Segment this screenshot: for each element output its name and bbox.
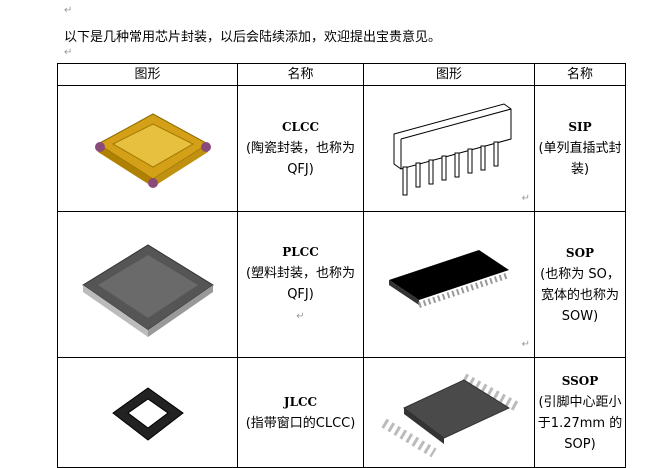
package-desc: (也称为 SO，宽体的也称为 SOW) bbox=[540, 266, 620, 324]
clcc-image bbox=[57, 85, 238, 212]
table-row: CLCC (陶瓷封装，也称为 QFJ) ↵ SIP (单列直插式封装) bbox=[57, 85, 626, 212]
plcc-image bbox=[57, 211, 238, 358]
header-cell: 名称 bbox=[237, 63, 364, 86]
sip-image: ↵ bbox=[363, 85, 535, 212]
intro-text: 以下是几种常用芯片封装，以后会陆续添加，欢迎提出宝贵意见。 bbox=[64, 30, 442, 45]
header-row: 图形 名称 图形 名称 bbox=[57, 63, 626, 86]
header-cell: 图形 bbox=[57, 63, 238, 86]
jlcc-image bbox=[57, 357, 238, 468]
table-row: PLCC(塑料封装，也称为 QFJ)↵ ↵ SOP(也称为 SO，宽体的也称为 … bbox=[57, 211, 626, 358]
table-row: JLCC (指带窗口的CLCC) SSOP (引脚中心距小于1.27mm 的SOP) bbox=[57, 357, 626, 468]
package-name: JLCC bbox=[283, 394, 318, 409]
clcc-name-cell: CLCC (陶瓷封装，也称为 QFJ) bbox=[237, 85, 364, 212]
header-cell: 名称 bbox=[534, 63, 626, 86]
package-desc: (引脚中心距小于1.27mm 的SOP) bbox=[537, 394, 623, 452]
sop-image: ↵ bbox=[363, 211, 535, 358]
paragraph-mark: ↵ bbox=[64, 47, 73, 58]
plcc-name-cell: PLCC(塑料封装，也称为 QFJ)↵ bbox=[237, 211, 364, 358]
package-desc: (塑料封装，也称为 QFJ) bbox=[245, 266, 356, 302]
ssop-name-cell: SSOP (引脚中心距小于1.27mm 的SOP) bbox=[534, 357, 626, 468]
package-name: SIP bbox=[568, 120, 592, 134]
package-desc: (单列直插式封装) bbox=[538, 141, 622, 177]
package-name: CLCC bbox=[281, 120, 320, 134]
header-cell: 图形 bbox=[363, 63, 535, 86]
sop-name-cell: SOP (也称为 SO，宽体的也称为 SOW) bbox=[534, 211, 626, 358]
package-desc: (陶瓷封装，也称为 QFJ) bbox=[245, 141, 356, 177]
package-desc: (指带窗口的CLCC) bbox=[245, 415, 356, 431]
jlcc-name-cell: JLCC (指带窗口的CLCC) bbox=[237, 357, 364, 468]
package-table: 图形 名称 图形 名称 CLCC (陶瓷封装，也称为 QFJ) ↵ SIP (单列直… bbox=[57, 63, 626, 468]
package-name: PLCC bbox=[282, 245, 319, 259]
sip-name-cell: SIP (单列直插式封装) bbox=[534, 85, 626, 212]
package-name: SSOP bbox=[561, 373, 599, 388]
paragraph-mark: ↵ bbox=[64, 5, 73, 16]
package-name: SOP bbox=[565, 245, 595, 260]
ssop-image bbox=[363, 357, 535, 468]
